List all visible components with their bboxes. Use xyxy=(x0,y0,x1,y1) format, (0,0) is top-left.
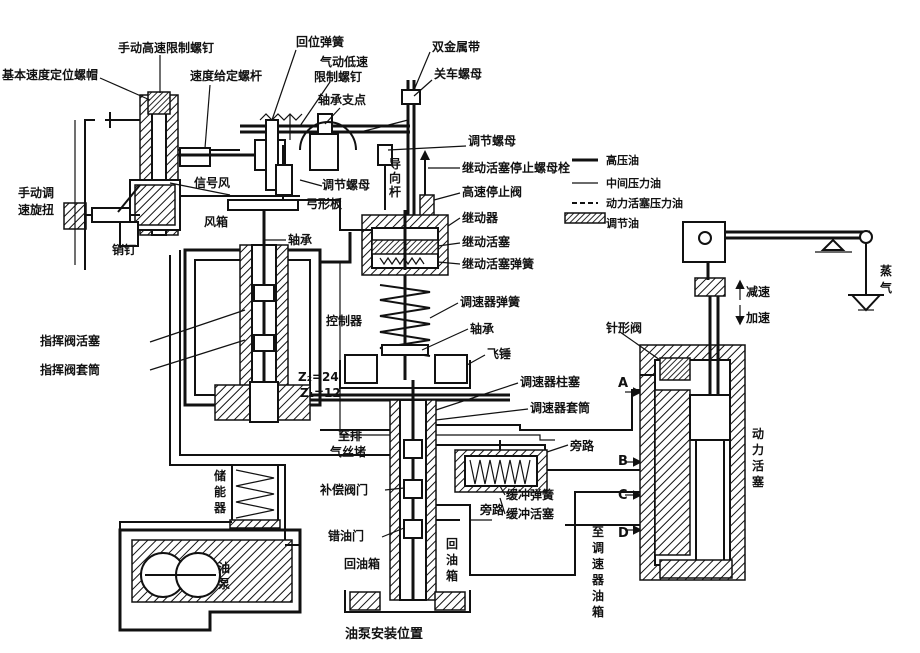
label-guide-2: 向 xyxy=(389,170,401,185)
label-return-tank-v2: 油 xyxy=(446,552,458,567)
label-bypass-left: 旁路 xyxy=(479,502,505,517)
label-speed-setting-screw-rod: 速度给定螺杆 xyxy=(190,68,262,83)
power-cylinder xyxy=(639,280,746,581)
label-decelerate: 减速 xyxy=(746,284,770,299)
label-bearing-mid: 轴承 xyxy=(288,232,312,247)
label-guide-1: 导 xyxy=(389,156,401,171)
label-to-governor-tank-3: 速 xyxy=(592,556,604,571)
label-base-speed-locating-nut: 基本速度定位螺帽 xyxy=(1,67,98,82)
label-high-speed-stop-valve: 高速停止阀 xyxy=(462,184,522,199)
label-power-piston-1: 动 xyxy=(752,427,764,441)
label-manual-knob-1: 手动调 xyxy=(18,185,54,200)
label-adjusting-nut-top: 调节螺母 xyxy=(468,133,516,148)
callout-labels: 手动高速限制螺钉 基本速度定位螺帽 速度给定螺杆 回位弹簧 气动低速 限制螺钉 … xyxy=(1,34,892,642)
label-return-tank-v3: 箱 xyxy=(446,568,458,583)
label-z2: Z₂=24 xyxy=(298,370,339,384)
label-pilot-valve-sleeve: 指挥阀套筒 xyxy=(40,362,100,377)
legend-label-intermediate-pressure: 中间压力油 xyxy=(606,176,661,190)
label-governor-plunger: 调速器柱塞 xyxy=(520,374,581,389)
label-return-tank-v1: 回 xyxy=(446,537,458,551)
label-adjusting-nut-mid: 调节螺母 xyxy=(322,177,370,192)
governor-spring xyxy=(379,275,431,380)
label-to-governor-tank-1: 至 xyxy=(592,525,604,539)
label-bearing-low: 轴承 xyxy=(470,321,494,336)
accumulator xyxy=(229,464,281,529)
label-controller: 控制器 xyxy=(326,313,363,328)
governor-column xyxy=(344,380,471,613)
label-to-exhaust-2: 气丝堵 xyxy=(329,444,366,459)
label-to-governor-tank-6: 箱 xyxy=(592,604,604,619)
right-oil-circuit xyxy=(436,387,643,535)
label-port-b: B xyxy=(618,454,628,469)
label-air-box: 风箱 xyxy=(204,214,228,229)
label-governor-sleeve: 调速器套筒 xyxy=(530,400,590,415)
label-flyweight: 飞锤 xyxy=(487,346,511,361)
controller xyxy=(180,195,372,423)
label-compensating-valve: 补偿阀门 xyxy=(319,482,368,497)
label-bow-plate: 弓形板 xyxy=(306,196,343,211)
label-port-c: C xyxy=(618,488,628,503)
label-signal-air: 信号风 xyxy=(194,175,230,190)
label-power-piston-4: 塞 xyxy=(752,474,765,489)
label-port-a: A xyxy=(618,376,628,391)
label-shutdown-nut: 关车螺母 xyxy=(434,66,482,81)
label-to-exhaust-1: 至排 xyxy=(338,428,362,443)
legend-label-power-piston-pressure: 动力活塞压力油 xyxy=(606,196,683,210)
label-oil-pump-install-position: 油泵安装位置 xyxy=(345,626,423,642)
label-guide-3: 杆 xyxy=(389,184,401,199)
relay xyxy=(361,210,449,276)
label-steam-2: 气 xyxy=(879,280,892,295)
oil-pump xyxy=(118,521,302,632)
label-accelerate: 加速 xyxy=(745,310,770,325)
legend-label-high-pressure: 高压油 xyxy=(606,153,639,167)
label-oil-pump-2: 泵 xyxy=(218,577,230,591)
label-return-tank: 回油箱 xyxy=(344,556,380,571)
label-z1: Z₁=12 xyxy=(300,386,341,400)
label-to-governor-tank-5: 油 xyxy=(592,588,604,603)
label-relay-piston-spring: 继动活塞弹簧 xyxy=(462,256,534,271)
label-relay: 继动器 xyxy=(462,210,499,225)
label-pneumatic-low-speed-1: 气动低速 xyxy=(319,54,368,69)
stop-valve-group xyxy=(377,144,435,218)
label-oil-pump-1: 油 xyxy=(218,560,230,575)
label-power-piston-3: 活 xyxy=(752,458,764,473)
label-relay-piston: 继动活塞 xyxy=(462,234,511,249)
label-to-governor-tank-2: 调 xyxy=(592,541,604,555)
left-oil-circuit xyxy=(169,250,390,545)
label-manual-knob-2: 速旋扭 xyxy=(18,202,54,217)
manual-speed-assembly xyxy=(63,91,240,270)
label-port-d: D xyxy=(618,526,629,541)
label-buffer-spring: 缓冲弹簧 xyxy=(506,487,554,502)
label-return-spring: 回位弹簧 xyxy=(296,34,344,49)
label-bimetal-strip: 双金属带 xyxy=(432,39,480,54)
label-relay-piston-stop-bolt: 继动活塞停止螺母栓 xyxy=(462,160,570,175)
label-buffer-piston: 缓冲活塞 xyxy=(506,506,555,521)
label-power-piston-2: 力 xyxy=(752,442,764,457)
label-pneumatic-low-speed-2: 限制螺钉 xyxy=(314,69,362,84)
label-accumulator-1: 储 xyxy=(214,468,226,483)
label-steam-1: 蒸 xyxy=(880,263,892,278)
label-oil-drain-door: 错油门 xyxy=(328,528,364,543)
label-accumulator-2: 能 xyxy=(214,484,226,499)
lever-assembly xyxy=(240,80,421,240)
label-accumulator-3: 器 xyxy=(213,501,227,515)
label-governor-spring: 调速器弹簧 xyxy=(460,294,520,309)
label-bearing-fulcrum: 轴承支点 xyxy=(318,92,366,107)
legend-label-regulating-oil: 调节油 xyxy=(606,216,639,230)
label-needle-valve: 针形阀 xyxy=(606,320,642,335)
legend: 高压油 中间压力油 动力活塞压力油 调节油 xyxy=(564,153,683,230)
buffer-assembly xyxy=(436,440,640,576)
label-manual-high-speed-limit-screw: 手动高速限制螺钉 xyxy=(118,40,214,55)
label-bypass-right: 旁路 xyxy=(569,438,595,453)
leader-lines xyxy=(99,49,661,538)
steam-valve-linkage xyxy=(682,221,884,326)
label-to-governor-tank-4: 器 xyxy=(591,573,605,587)
label-pilot-valve-piston: 指挥阀活塞 xyxy=(40,333,101,348)
label-pin: 销钉 xyxy=(112,242,136,257)
